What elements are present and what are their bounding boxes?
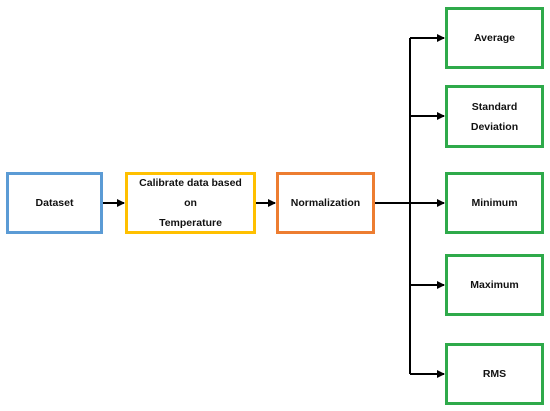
normalization-box: Normalization [276,172,375,234]
standard-deviation-label-line-2: Deviation [470,120,519,133]
normalization-label: Normalization [290,197,361,209]
minimum-label: Minimum [471,197,518,209]
dataset-box: Dataset [6,172,103,234]
calibrate-label: Calibrate data based on Temperature [132,173,249,233]
rms-box: RMS [445,343,544,405]
standard-deviation-label-line-1: Standard [471,100,518,113]
maximum-label: Maximum [470,279,519,291]
calibrate-label-line-1: Calibrate data based on [139,177,242,209]
dataset-label: Dataset [35,197,74,209]
rms-label: RMS [482,368,507,380]
standard-deviation-label: Standard Deviation [471,97,518,137]
minimum-box: Minimum [445,172,544,234]
calibrate-label-line-2: Temperature [159,217,222,229]
average-box: Average [445,7,544,69]
standard-deviation-box: Standard Deviation [445,85,544,148]
calibrate-box: Calibrate data based on Temperature [125,172,256,234]
maximum-box: Maximum [445,254,544,316]
average-label: Average [473,32,516,44]
